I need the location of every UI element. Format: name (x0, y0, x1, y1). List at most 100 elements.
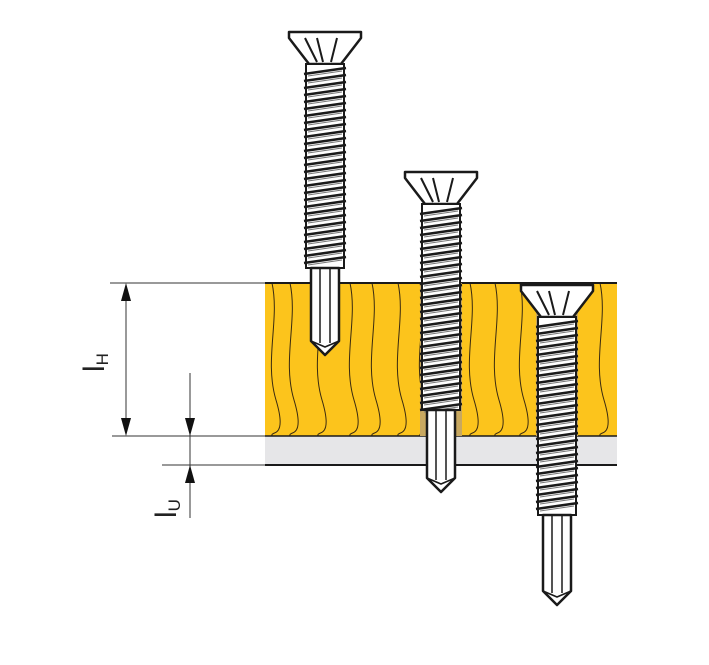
head-groove (536, 290, 550, 316)
thread-turn (419, 346, 463, 356)
thread-shade (307, 217, 343, 224)
thread-turn (535, 417, 579, 427)
thread-shade (539, 428, 575, 435)
thread-shade (307, 70, 343, 77)
thread-turn (419, 367, 463, 377)
thread-turn (419, 283, 463, 293)
arrow-down (121, 418, 131, 436)
head-groove (548, 290, 556, 316)
thread-shade (423, 371, 459, 378)
thread-turn (535, 354, 579, 364)
thread-turn (303, 73, 347, 83)
thread-shade (539, 484, 575, 491)
thread-turn (419, 318, 463, 328)
thread-turn (419, 311, 463, 321)
thread-shade (539, 323, 575, 330)
thread-shade (307, 252, 343, 259)
thread-shade (423, 301, 459, 308)
thread-shade (539, 498, 575, 505)
screw-through-wood (403, 170, 479, 494)
thread-turn (535, 403, 579, 413)
thread-turn (535, 326, 579, 336)
thread-shade (307, 133, 343, 140)
thread-turn (419, 255, 463, 265)
thread-shade (423, 210, 459, 217)
thread-turn (303, 87, 347, 97)
thread-shade (307, 147, 343, 154)
thread-shade (307, 84, 343, 91)
head-groove (330, 37, 338, 63)
thread-shade (539, 435, 575, 442)
thread-turn (535, 494, 579, 504)
thread-shade (307, 203, 343, 210)
thread-shade (539, 407, 575, 414)
thread-shade (307, 189, 343, 196)
drill-point (425, 408, 457, 494)
drill-point (309, 266, 341, 357)
thread-turn (419, 374, 463, 384)
thread-shade (307, 98, 343, 105)
thread-shade (539, 421, 575, 428)
thread-turn (303, 213, 347, 223)
thread-shade (307, 231, 343, 238)
thread-shade (423, 350, 459, 357)
thread-turn (535, 396, 579, 406)
thread-shade (423, 385, 459, 392)
thread-turn (419, 241, 463, 251)
thread-shade (539, 351, 575, 358)
thread-turn (419, 234, 463, 244)
thread-turn (303, 150, 347, 160)
drill-point (541, 513, 573, 607)
thread-shade (423, 329, 459, 336)
thread-turn (303, 206, 347, 216)
thread-turn (303, 157, 347, 167)
thread-turn (535, 466, 579, 476)
thread-shade (307, 126, 343, 133)
thread-shade (539, 337, 575, 344)
thread-turn (535, 459, 579, 469)
thread-turn (535, 445, 579, 455)
thread-turn (535, 452, 579, 462)
thread-shade (423, 224, 459, 231)
wood-grain-line (270, 282, 281, 437)
thread-turn (303, 108, 347, 118)
thread-shade (307, 168, 343, 175)
thread-shade (307, 77, 343, 84)
thread-shade (423, 238, 459, 245)
screw-head (287, 30, 363, 66)
thread-shade (539, 449, 575, 456)
thread-shade (307, 182, 343, 189)
thread-turn (303, 192, 347, 202)
wood-grain-line (493, 282, 504, 437)
thread-turn (535, 424, 579, 434)
thread-turn (535, 438, 579, 448)
head-groove (420, 177, 434, 203)
thread-shade (423, 231, 459, 238)
thread-turn (419, 360, 463, 370)
thread-turn (303, 101, 347, 111)
thread-shade (539, 456, 575, 463)
thread-turn (419, 206, 463, 216)
thread-shade (307, 119, 343, 126)
thread-turn (303, 178, 347, 188)
thread-turn (535, 487, 579, 497)
thread-shade (423, 217, 459, 224)
thread-turn (419, 381, 463, 391)
thread-turn (535, 382, 579, 392)
thread-turn (303, 164, 347, 174)
thread-turn (303, 80, 347, 90)
thread-turn (419, 220, 463, 230)
thread-turn (419, 290, 463, 300)
thread-shade (539, 442, 575, 449)
thread-shade (307, 161, 343, 168)
screw-through-substrate (519, 283, 595, 607)
arrow-up (121, 283, 131, 301)
thread-shade (539, 477, 575, 484)
thread-shade (539, 379, 575, 386)
wood-grain-line (518, 282, 529, 437)
thread-shade (539, 400, 575, 407)
thread-shade (307, 175, 343, 182)
thread-shade (539, 470, 575, 477)
thread-turn (535, 375, 579, 385)
arrow-down (185, 418, 195, 436)
